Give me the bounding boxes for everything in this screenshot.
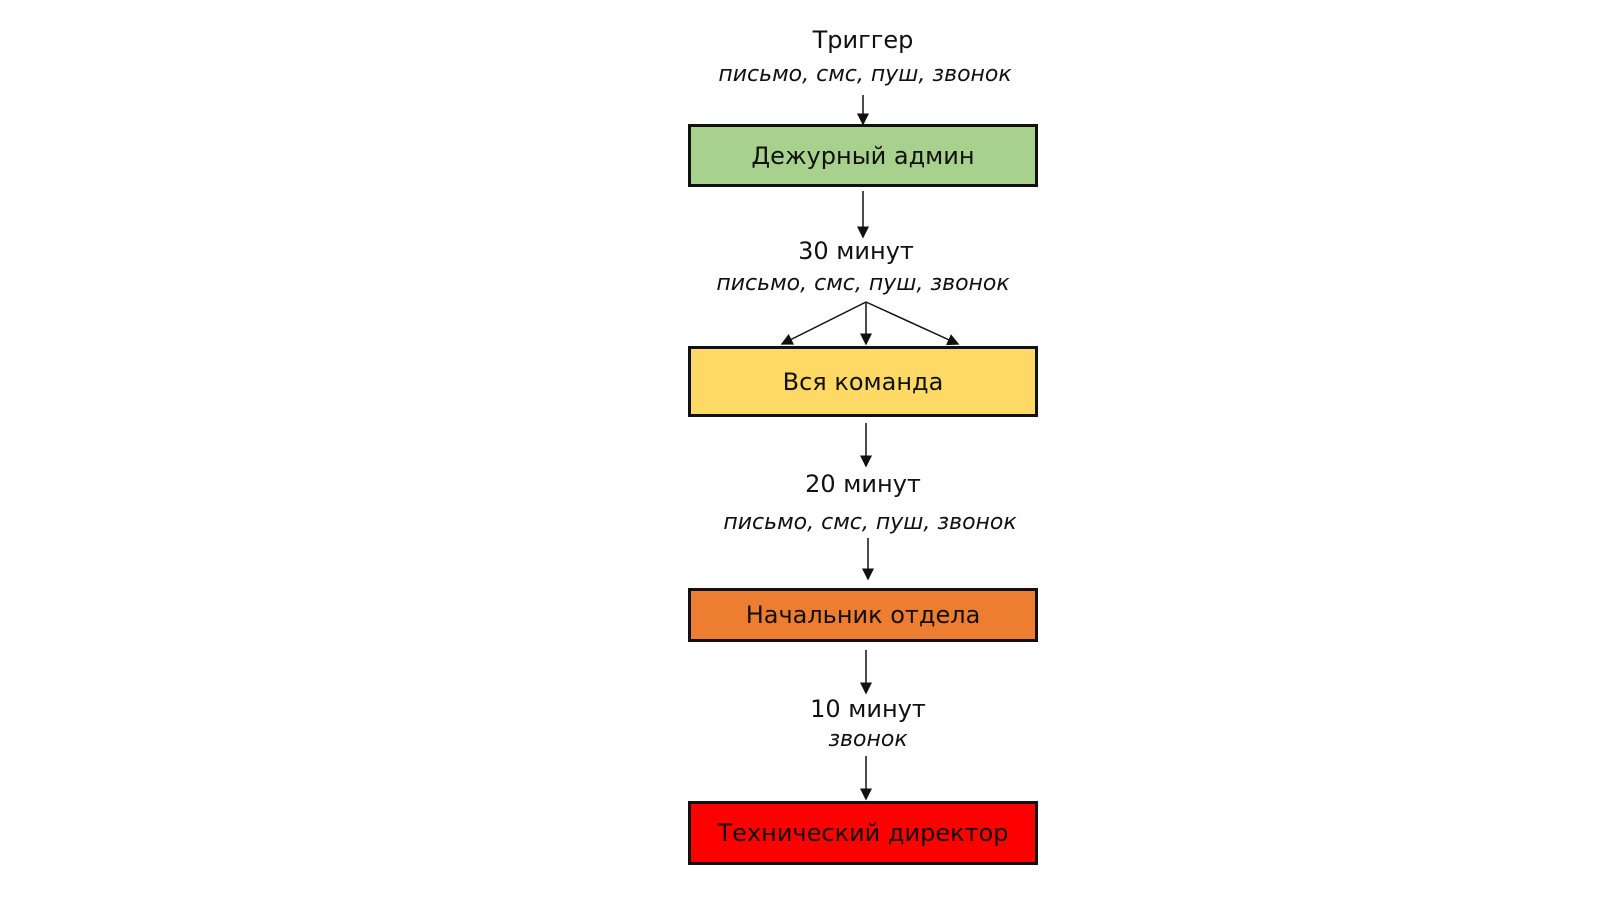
whole-team-box: Вся команда <box>688 346 1038 417</box>
duty-admin-label: Дежурный админ <box>751 141 975 170</box>
escalation-channels-10: звонок <box>828 727 908 752</box>
duty-admin-box: Дежурный админ <box>688 124 1038 187</box>
technical-director-box: Технический директор <box>688 801 1038 865</box>
trigger-channels: письмо, смс, пуш, звонок <box>718 62 1012 87</box>
arrow-channels-to-team-right <box>865 301 960 346</box>
escalation-channels-30: письмо, смс, пуш, звонок <box>716 271 1010 296</box>
arrow-channels-to-team-left <box>780 301 867 345</box>
department-head-label: Начальник отдела <box>745 601 981 629</box>
escalation-delay-10: 10 минут <box>810 695 926 723</box>
escalation-delay-30: 30 минут <box>798 237 914 265</box>
trigger-title: Триггер <box>812 26 914 54</box>
escalation-channels-20: письмо, смс, пуш, звонок <box>723 510 1017 535</box>
department-head-box: Начальник отдела <box>688 588 1038 642</box>
whole-team-label: Вся команда <box>782 367 944 396</box>
escalation-delay-20: 20 минут <box>805 470 921 498</box>
technical-director-label: Технический директор <box>717 819 1009 847</box>
